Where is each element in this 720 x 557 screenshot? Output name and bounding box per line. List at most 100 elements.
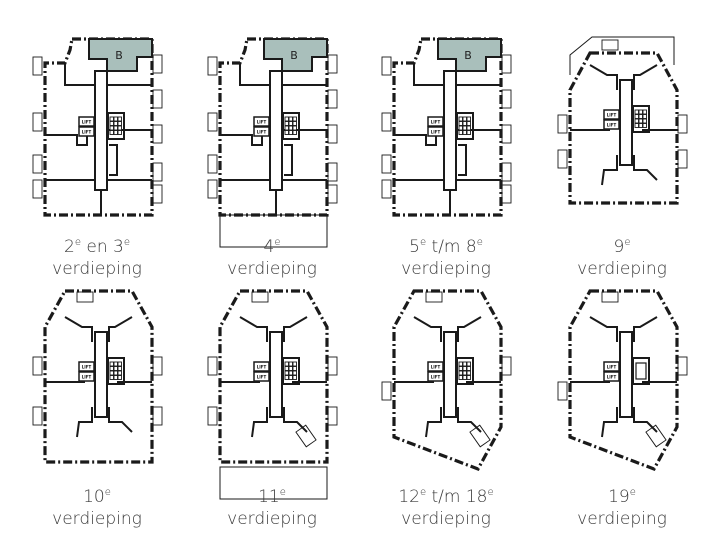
stair-step <box>642 118 647 124</box>
stairwell <box>632 357 650 385</box>
stair-step <box>634 109 639 115</box>
balcony-window <box>381 112 392 132</box>
stair-step <box>466 366 471 371</box>
lift <box>427 371 444 382</box>
stair-step <box>292 366 297 371</box>
stair-step <box>466 125 471 131</box>
stair-step <box>458 125 463 131</box>
lift <box>253 361 270 372</box>
stair-step <box>634 118 639 124</box>
stair-step <box>292 121 297 126</box>
stair-step <box>117 125 122 131</box>
balcony-outline <box>219 466 328 500</box>
balcony-window <box>207 154 218 174</box>
stair-step <box>288 121 293 126</box>
corridor <box>443 331 457 418</box>
roof-terrace-outline <box>569 36 675 75</box>
exterior-wall <box>43 37 154 217</box>
interior-wall <box>283 316 308 342</box>
interior-wall <box>633 64 658 90</box>
stair-step <box>284 121 289 126</box>
floor-number-text: t/m 8 <box>426 237 477 257</box>
ordinal-suffix: e <box>74 237 81 248</box>
balcony-window <box>677 356 688 376</box>
lift <box>427 361 444 372</box>
balcony-window <box>152 124 163 144</box>
interior-wall <box>220 130 263 146</box>
stair-step <box>466 130 471 135</box>
stairwell <box>107 112 125 140</box>
balcony-window <box>32 154 43 174</box>
balcony-window <box>152 54 163 74</box>
balcony-window <box>501 124 512 144</box>
stair-step <box>113 366 118 371</box>
balcony-window <box>327 356 338 376</box>
floor-number-text: 11 <box>258 487 280 507</box>
stair-step <box>458 130 463 135</box>
balcony-window <box>207 406 218 426</box>
interior-wall <box>283 407 308 433</box>
interior-wall <box>45 130 88 146</box>
exterior-wall <box>218 289 329 464</box>
storage-label: B <box>464 49 472 62</box>
lift-label: LIFT <box>431 375 441 380</box>
corridor <box>94 331 108 418</box>
stair-step <box>288 361 293 367</box>
interior-wall <box>601 155 618 186</box>
exterior-wall <box>392 37 503 217</box>
floor-number-text: 2 <box>64 237 75 257</box>
stair-step <box>117 116 122 122</box>
stairwell <box>282 357 300 385</box>
stair-step <box>117 366 122 371</box>
floor-number-text: t/m 18 <box>426 487 488 507</box>
balcony-window <box>295 424 317 448</box>
balcony-window <box>501 162 512 182</box>
stair-step <box>462 130 467 135</box>
floor-number: 10e <box>17 486 177 508</box>
balcony-window <box>601 291 619 303</box>
balcony-window <box>469 424 491 448</box>
floor-word: verdieping <box>401 259 491 279</box>
stair-step <box>462 375 467 380</box>
stair-step <box>462 361 467 367</box>
stairwell <box>456 357 474 385</box>
stair-step <box>638 109 643 115</box>
stair-step <box>638 118 643 124</box>
interior-wall <box>425 407 442 438</box>
interior-wall <box>413 316 442 342</box>
interior-wall <box>413 63 444 86</box>
balcony-window <box>152 356 163 376</box>
balcony-window <box>32 406 43 426</box>
floor-number-text: en 3 <box>80 237 124 257</box>
stair-step <box>109 370 114 376</box>
stair-step <box>292 361 297 367</box>
stair-step <box>288 125 293 131</box>
ordinal-suffix: e <box>629 487 636 498</box>
exterior-wall <box>568 289 679 471</box>
stairwell <box>107 357 125 385</box>
exterior-wall <box>218 37 329 217</box>
floor-number-text: 12 <box>398 487 420 507</box>
stair-step <box>458 375 463 380</box>
ordinal-suffix: e <box>274 237 281 248</box>
balcony-window <box>381 179 392 199</box>
stair-step <box>117 375 122 380</box>
stair-step <box>109 375 114 380</box>
balcony-window <box>32 356 43 376</box>
stair-step <box>109 361 114 367</box>
balcony-window <box>501 356 512 376</box>
ordinal-suffix: e <box>104 487 111 498</box>
balcony-outline <box>219 214 328 248</box>
stair-step <box>292 375 297 380</box>
balcony-window <box>76 291 94 303</box>
floor-word: verdieping <box>52 259 142 279</box>
stair-step <box>288 130 293 135</box>
exterior-wall <box>568 51 679 205</box>
interior-wall <box>239 63 270 86</box>
ordinal-suffix: e <box>419 237 427 248</box>
